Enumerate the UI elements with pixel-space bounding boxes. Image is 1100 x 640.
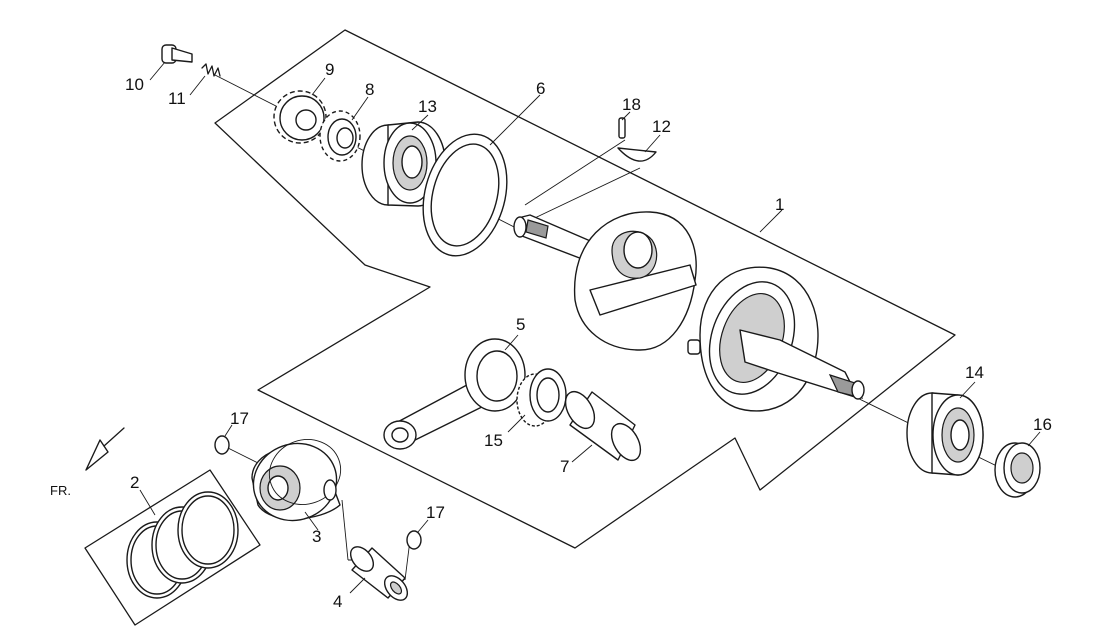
woodruff-key-part-12: [617, 147, 657, 162]
circlip-part-17-a: [214, 435, 230, 455]
callout-7: 7: [560, 457, 569, 476]
washer-part-6: [422, 133, 508, 257]
callout-5: 5: [516, 315, 525, 334]
callout-2: 2: [130, 473, 139, 492]
orientation-label: FR.: [50, 483, 71, 498]
piston-rings-part-2: [126, 491, 239, 599]
piston-pin-part-4: [349, 546, 409, 601]
callout-18: 18: [622, 95, 641, 114]
oil-seal-part-16: [994, 442, 1041, 498]
callout-1: 1: [775, 195, 784, 214]
callout-17-a: 17: [230, 409, 249, 428]
callout-12: 12: [652, 117, 671, 136]
bolt-part-10: [161, 44, 193, 64]
callout-17-b: 17: [426, 503, 445, 522]
callout-leader-lines: [139, 61, 1041, 594]
crank-pin-part-7: [564, 390, 642, 462]
callout-15: 15: [484, 431, 503, 450]
callout-3: 3: [312, 527, 321, 546]
connecting-rod-part-5: [383, 338, 526, 450]
pin-part-18: [618, 117, 626, 139]
circlip-part-17-b: [406, 530, 422, 550]
front-direction-arrow-icon: [85, 427, 125, 471]
piston-part-3: [251, 439, 342, 522]
spring-part-11: [201, 63, 221, 77]
crankshaft-group-outline: [214, 29, 956, 549]
callout-4: 4: [333, 592, 342, 611]
sprocket-part-8: [319, 110, 361, 162]
timing-gear-part-9: [273, 90, 327, 144]
callout-13: 13: [418, 97, 437, 116]
piston-ring-group-outline: [84, 469, 261, 626]
callout-11: 11: [168, 89, 186, 108]
callout-6: 6: [536, 79, 545, 98]
bearing-part-14: [906, 392, 984, 476]
callout-16: 16: [1033, 415, 1052, 434]
needle-bearing-part-15: [516, 368, 567, 427]
callout-9: 9: [325, 60, 334, 79]
callout-10: 10: [125, 75, 144, 94]
callout-14: 14: [965, 363, 984, 382]
callout-8: 8: [365, 80, 374, 99]
crankshaft-part-1: [513, 211, 865, 412]
callout-labels: 1 2 3 4 5 6 7 8 9 10 11 12 13 14 15 16 1…: [125, 60, 1052, 611]
